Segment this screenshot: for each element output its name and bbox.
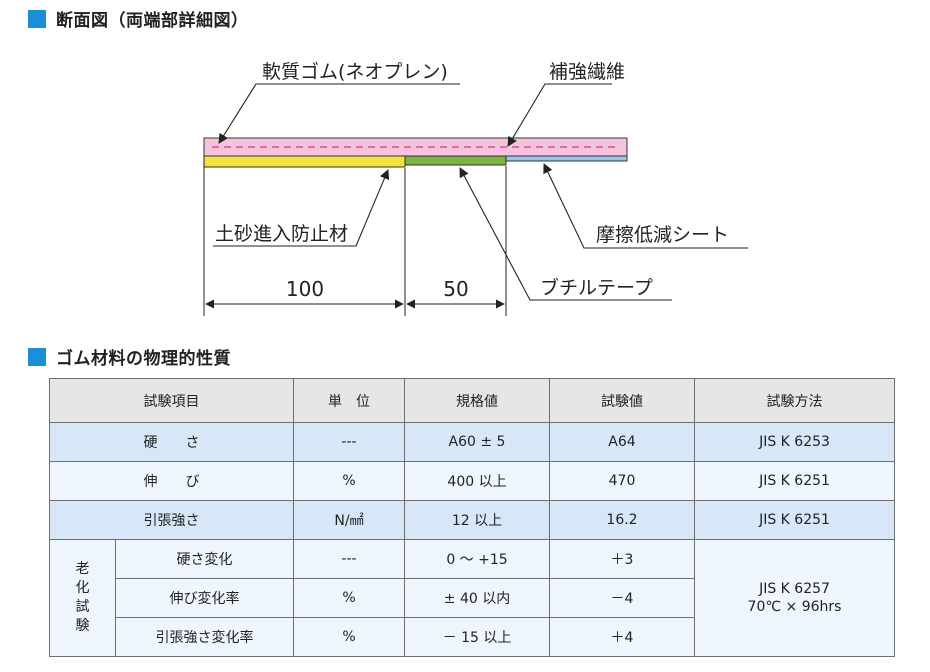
section-marker-icon — [28, 347, 46, 366]
section-title: 断面図（両端部詳細図） — [56, 11, 249, 31]
header-unit: 単 位 — [293, 378, 405, 423]
aging-test-group-label: 老 化 試 験 — [49, 539, 116, 657]
cell-item: 引張強さ変化率 — [115, 617, 294, 657]
soil-stop-layer — [203, 155, 406, 168]
table-row: 伸び変化率 % ± 40 以内 －4 — [50, 578, 895, 618]
table-row: 老 化 試 験 硬さ変化 --- 0 ～ +15 ＋3 JIS K 6257 7… — [49, 539, 895, 657]
section-heading-cross-section: 断面図（両端部詳細図） — [28, 6, 249, 31]
label-friction-sheet: 摩擦低減シート — [596, 224, 729, 246]
cell-item: 硬 さ — [49, 422, 294, 462]
cell-unit: % — [293, 578, 405, 618]
cell-value: 16.2 — [549, 500, 695, 540]
header-test-item: 試験項目 — [49, 378, 294, 423]
aging-label-char: 験 — [75, 618, 90, 634]
cell-value: A64 — [549, 422, 695, 462]
header-value: 試験値 — [549, 378, 695, 423]
cell-value: 470 — [549, 461, 695, 501]
cell-unit: N/㎟ — [293, 500, 405, 540]
friction-sheet-layer — [505, 155, 628, 162]
aging-label-char: 試 — [75, 599, 90, 615]
aging-method: JIS K 6257 70℃ × 96hrs — [694, 539, 895, 657]
cell-spec: 12 以上 — [404, 500, 550, 540]
cell-method: JIS K 6251 — [694, 461, 895, 501]
cell-value: －4 — [549, 578, 695, 618]
cell-unit: --- — [293, 539, 405, 579]
leader-rubber — [218, 83, 460, 144]
section-heading-physical-properties: ゴム材料の物理的性質 — [28, 344, 231, 369]
cell-method: JIS K 6251 — [694, 500, 895, 540]
label-butyl-tape: ブチルテープ — [540, 276, 653, 299]
label-soil-stop: 土砂進入防止材 — [215, 223, 348, 245]
cell-spec: 0 ～ +15 — [404, 539, 550, 579]
leader-fiber — [507, 83, 612, 147]
table-header-row: 試験項目 単 位 規格値 試験値 試験方法 — [49, 378, 895, 423]
dimension-label-100: 100 — [286, 277, 324, 301]
cell-item: 硬さ変化 — [115, 539, 294, 579]
section-title: ゴム材料の物理的性質 — [56, 349, 231, 369]
dimension-label-50: 50 — [443, 277, 468, 301]
cell-spec: ± 40 以内 — [404, 578, 550, 618]
cell-spec: － 15 以上 — [404, 617, 550, 657]
cell-item: 伸 び — [49, 461, 294, 501]
header-method: 試験方法 — [694, 378, 895, 423]
cell-item: 引張強さ — [49, 500, 294, 540]
cell-item: 伸び変化率 — [115, 578, 294, 618]
table-row: 硬 さ --- A60 ± 5 A64 JIS K 6253 — [49, 422, 895, 462]
cell-value: ＋3 — [549, 539, 695, 579]
label-rubber: 軟質ゴム(ネオプレン) — [262, 61, 448, 83]
table-row: 伸 び % 400 以上 470 JIS K 6251 — [49, 461, 895, 501]
leader-friction-sheet — [543, 163, 748, 249]
header-spec: 規格値 — [404, 378, 550, 423]
table-row: 引張強さ変化率 % － 15 以上 ＋4 — [50, 617, 895, 657]
physical-properties-table: 試験項目 単 位 規格値 試験値 試験方法 硬 さ --- A60 ± 5 A6… — [49, 378, 895, 657]
cell-unit: % — [293, 617, 405, 657]
section-marker-icon — [28, 9, 46, 28]
cell-spec: A60 ± 5 — [404, 422, 550, 462]
cell-unit: --- — [293, 422, 405, 462]
leader-soil-stop — [213, 169, 390, 247]
aging-label-char: 化 — [75, 580, 90, 596]
butyl-tape-layer — [404, 155, 507, 166]
cell-method: JIS K 6253 — [694, 422, 895, 462]
table-row: 引張強さ N/㎟ 12 以上 16.2 JIS K 6251 — [49, 500, 895, 540]
cross-section-diagram: 軟質ゴム(ネオプレン) 補強繊維 土砂進入防止材 摩擦低減シート ブチルテープ … — [203, 61, 748, 316]
aging-label-char: 老 — [75, 561, 90, 577]
label-fiber: 補強繊維 — [549, 61, 625, 83]
cell-spec: 400 以上 — [404, 461, 550, 501]
cell-unit: % — [293, 461, 405, 501]
aging-method-line: JIS K 6257 — [759, 581, 830, 597]
leader-butyl-tape — [459, 167, 672, 301]
cell-value: ＋4 — [549, 617, 695, 657]
aging-method-line: 70℃ × 96hrs — [747, 599, 842, 615]
